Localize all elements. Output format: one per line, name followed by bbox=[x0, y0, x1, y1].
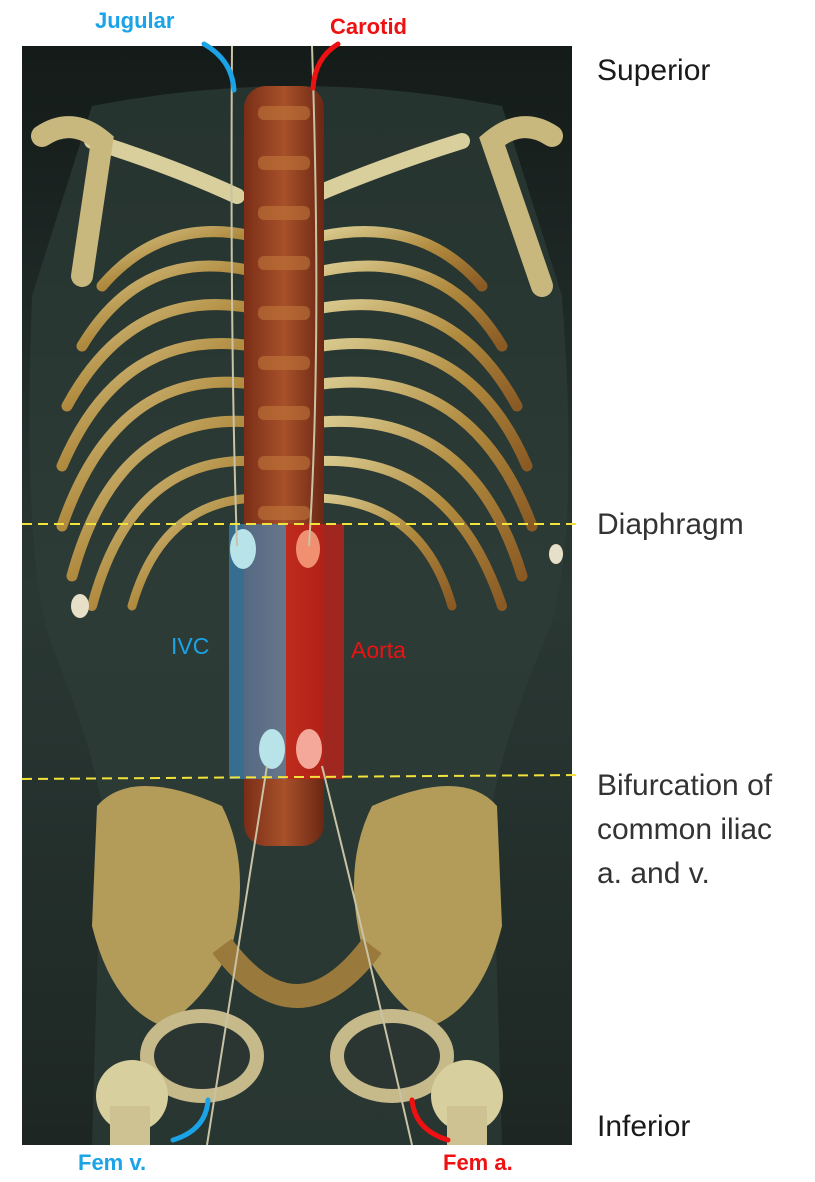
bifurcation-level-line bbox=[22, 775, 578, 779]
inferior-label: Inferior bbox=[597, 1110, 690, 1144]
superior-label: Superior bbox=[597, 54, 710, 88]
femoral-vein-label: Fem v. bbox=[78, 1150, 146, 1176]
bifurcation-line-1: Bifurcation of bbox=[597, 764, 772, 808]
femoral-artery-label: Fem a. bbox=[443, 1150, 513, 1176]
aorta-label: Aorta bbox=[351, 637, 406, 664]
bifurcation-label: Bifurcation of common iliac a. and v. bbox=[597, 764, 772, 896]
bifurcation-line-2: common iliac bbox=[597, 808, 772, 852]
ivc-label: IVC bbox=[171, 633, 209, 660]
bifurcation-line-3: a. and v. bbox=[597, 852, 772, 896]
diaphragm-label: Diaphragm bbox=[597, 508, 744, 542]
